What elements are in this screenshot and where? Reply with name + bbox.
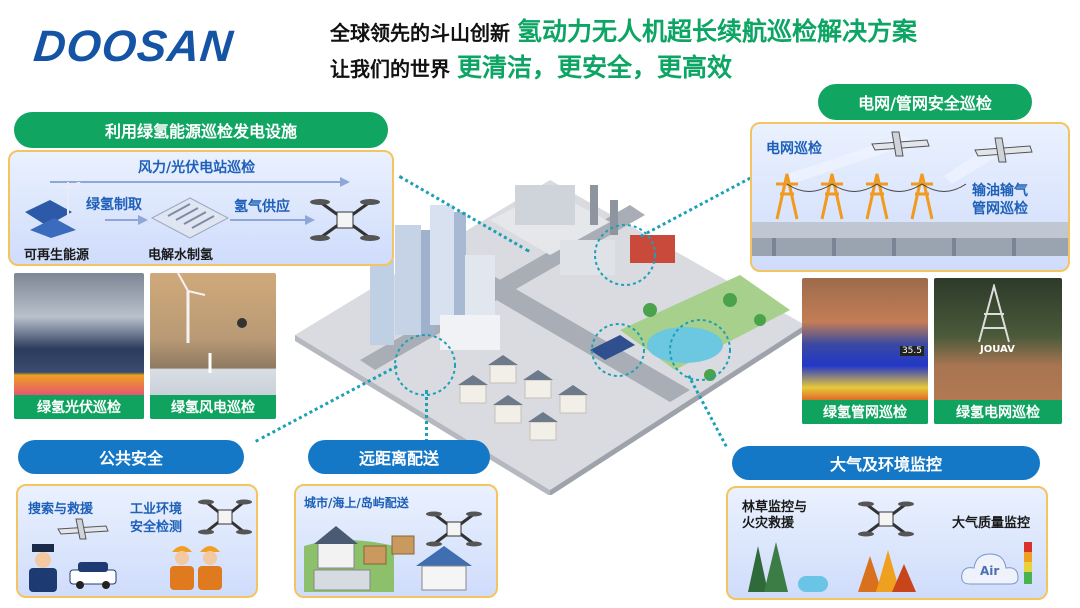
headline-line-2: 让我们的世界 更清洁，更安全，更高效 [330,48,732,84]
grid-pipeline-panel: 电网巡检 输油输气 管网巡检 [750,122,1070,272]
jouav-badge: JOUAV [980,344,1015,355]
electrolysis-label: 电解水制氢 [148,248,214,263]
headline-prefix-1: 全球领先的斗山创新 [330,21,510,45]
solar-panel-icon [25,182,81,238]
flow-title: 风力/光伏电站巡检 [138,160,256,176]
public-safety-title: 公共安全 [18,440,244,474]
drone-icon [310,199,380,241]
doosan-logo: DOOSAN [31,22,236,71]
solar-inspection-photo: 绿氢光伏巡检 [14,273,144,419]
electrolyzer-icon [150,197,230,239]
fixed-wing-drone-icon [57,518,109,540]
green-energy-panel: 风力/光伏电站巡检 绿氢制取 氢气供应 可再生能源 电解水制氢 [8,150,394,266]
police-car-icon [69,562,117,589]
grid-pipeline-title: 电网/管网安全巡检 [818,84,1032,120]
pipe-label-1: 输油输气 [972,183,1028,199]
industrial-label-2: 安全检测 [130,520,183,535]
pipe-inspection-caption: 绿氢管网巡检 [802,400,928,424]
step-supply-label: 氢气供应 [234,199,290,215]
headline-highlight-1: 氢动力无人机超长续航巡检解决方案 [516,17,917,46]
pipe-inspection-photo: 35.5 绿氢管网巡检 [802,278,928,424]
pipe-label-2: 管网巡检 [972,201,1028,217]
headline-highlight-2: 更清洁，更安全，更高效 [456,53,732,82]
headline-line-1: 全球领先的斗山创新 氢动力无人机超长续航巡检解决方案 [330,12,917,48]
drone-icon [858,501,914,537]
thermal-reading: 35.5 [899,346,924,356]
wind-inspection-photo: 绿氢风电巡检 [150,273,276,419]
delivery-panel: 城市/海上/岛屿配送 [294,484,498,598]
drone-icon [426,511,482,547]
wind-turbine-icon [177,273,247,373]
grid-label: 电网巡检 [766,141,822,157]
public-safety-panel: 搜索与救援 工业环境 安全检测 [16,484,258,598]
wind-inspection-caption: 绿氢风电巡检 [150,395,276,419]
fixed-wing-drone-icon [974,137,1033,163]
flow-arrows [50,177,350,225]
air-quality-icon [961,542,1032,585]
delivery-title: 远距离配送 [308,440,490,474]
air-icon-text: Air [980,564,1000,578]
tree-icon [748,542,916,592]
power-tower-icon [978,284,1010,343]
search-rescue-label: 搜索与救援 [28,502,94,517]
air-quality-label: 大气质量监控 [952,516,1031,531]
grid-inspection-caption: 绿氢电网巡检 [934,400,1062,424]
police-icon [29,544,57,592]
environment-panel: 林草监控与 火灾救援 大气质量监控 Air [726,486,1048,600]
delivery-scene [304,526,472,592]
green-energy-title: 利用绿氢能源巡检发电设施 [14,112,388,148]
forest-label-1: 林草监控与 [742,500,808,515]
forest-label-2: 火灾救援 [742,516,795,531]
headline-prefix-2: 让我们的世界 [330,57,450,81]
environment-title: 大气及环境监控 [732,446,1040,480]
drone-icon [198,499,252,535]
solar-inspection-caption: 绿氢光伏巡检 [14,395,144,419]
worker-icon [170,546,222,590]
step-hydrogen-label: 绿氢制取 [86,197,142,213]
grid-inspection-photo: JOUAV 绿氢电网巡检 [934,278,1062,424]
fixed-wing-drone-icon [871,131,930,157]
delivery-routes-label: 城市/海上/岛屿配送 [304,496,409,510]
renewable-label: 可再生能源 [24,248,90,263]
industrial-label-1: 工业环境 [130,502,183,517]
